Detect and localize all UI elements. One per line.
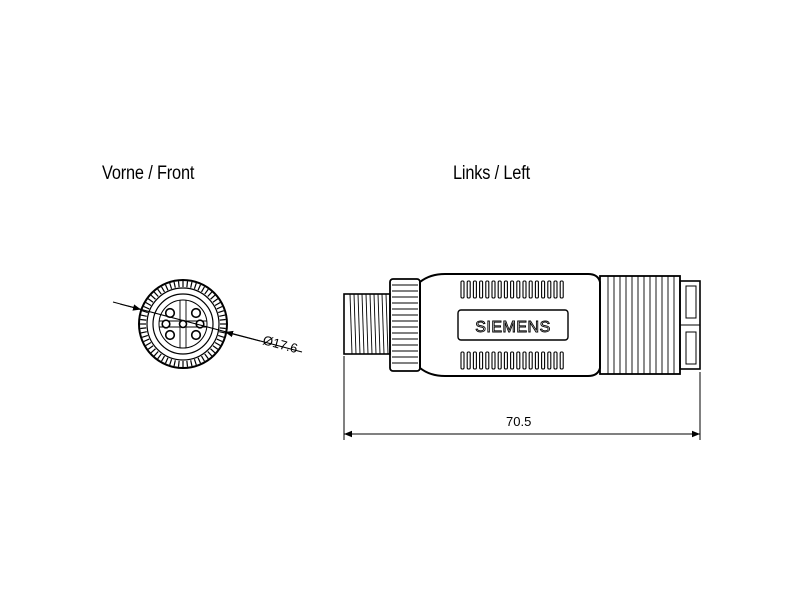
knurl-ring [140, 281, 226, 367]
body-vent-slots [460, 280, 564, 370]
thread-lines [349, 293, 389, 355]
front-view-title: Vorne / Front [102, 163, 195, 184]
left-view-title: Links / Left [453, 163, 530, 184]
length-value: 70.5 [506, 414, 531, 429]
front-view [138, 279, 228, 369]
siemens-logo: SIEMENS [475, 319, 551, 336]
diameter-value: Ø17.6 [261, 332, 299, 356]
side-view [343, 273, 701, 377]
logo-plate [457, 309, 569, 341]
diameter-dimension [112, 301, 303, 353]
grip-ribs [607, 276, 675, 374]
connector-pins [161, 307, 205, 341]
length-dimension [343, 356, 701, 440]
coupling-nut-ribs [392, 284, 418, 364]
